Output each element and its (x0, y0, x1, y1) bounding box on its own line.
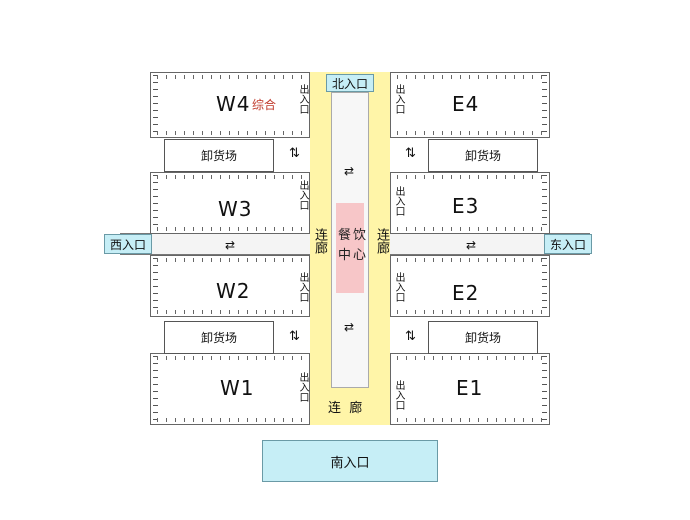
dining-label-line2: 中心 (338, 248, 369, 263)
hall-e1[interactable] (390, 353, 550, 425)
hall-label-e3: E3 (452, 194, 480, 218)
dining-label-line1: 餐饮 (338, 228, 369, 243)
hall-w2[interactable] (150, 255, 310, 317)
hall-w1[interactable] (150, 353, 310, 425)
corridor-label-east: 连廊 (374, 228, 389, 254)
south-corridor-band (310, 388, 390, 425)
exit-label-e1: 出入口 (393, 380, 404, 410)
exit-label-w4: 出入口 (297, 84, 308, 114)
exit-label-e3: 出入口 (393, 186, 404, 216)
exit-label-e4: 出入口 (393, 84, 404, 114)
east-entrance[interactable]: 东入口 (544, 234, 592, 254)
hall-e2[interactable] (390, 255, 550, 317)
west-entrance[interactable]: 西入口 (104, 234, 152, 254)
hall-label-w1: W1 (220, 376, 255, 400)
hall-e3[interactable] (390, 172, 550, 234)
hall-label-w3: W3 (218, 197, 253, 221)
vertical-arrow-icon: ⇅ (405, 329, 416, 344)
north-entrance[interactable]: 北入口 (326, 74, 374, 92)
vertical-arrow-icon: ⇅ (289, 146, 300, 161)
loading-area-east-upper[interactable]: 卸货场 (428, 139, 538, 172)
hall-label-e2: E2 (452, 281, 480, 305)
vertical-arrow-icon: ⇅ (289, 329, 300, 344)
exit-label-w2: 出入口 (297, 272, 308, 302)
hall-sublabel-w4: 综合 (252, 98, 277, 112)
exit-label-w3-upper: 出入口 (297, 180, 308, 210)
hall-label-w2: W2 (216, 279, 251, 303)
hall-e4[interactable] (390, 72, 550, 138)
corridor-label-south: 连 廊 (328, 401, 363, 416)
hall-label-e4: E4 (452, 92, 480, 116)
hall-label-e1: E1 (456, 376, 484, 400)
exit-label-e2: 出入口 (393, 272, 404, 302)
hall-w4[interactable] (150, 72, 310, 138)
south-entrance[interactable]: 南入口 (262, 440, 438, 482)
hall-w3[interactable] (150, 172, 310, 234)
two-way-arrow-icon: ⇄ (344, 164, 355, 178)
exit-label-w1: 出入口 (297, 372, 308, 402)
corridor-label-west: 连廊 (312, 228, 327, 254)
two-way-arrow-icon: ⇄ (466, 238, 477, 252)
loading-area-east-lower[interactable]: 卸货场 (428, 321, 538, 354)
loading-area-west-upper[interactable]: 卸货场 (164, 139, 274, 172)
vertical-arrow-icon: ⇅ (405, 146, 416, 161)
two-way-arrow-icon: ⇄ (225, 238, 236, 252)
two-way-arrow-icon: ⇄ (344, 320, 355, 334)
dining-center[interactable] (336, 203, 364, 293)
hall-label-w4: W4 (216, 92, 251, 116)
loading-area-west-lower[interactable]: 卸货场 (164, 321, 274, 354)
